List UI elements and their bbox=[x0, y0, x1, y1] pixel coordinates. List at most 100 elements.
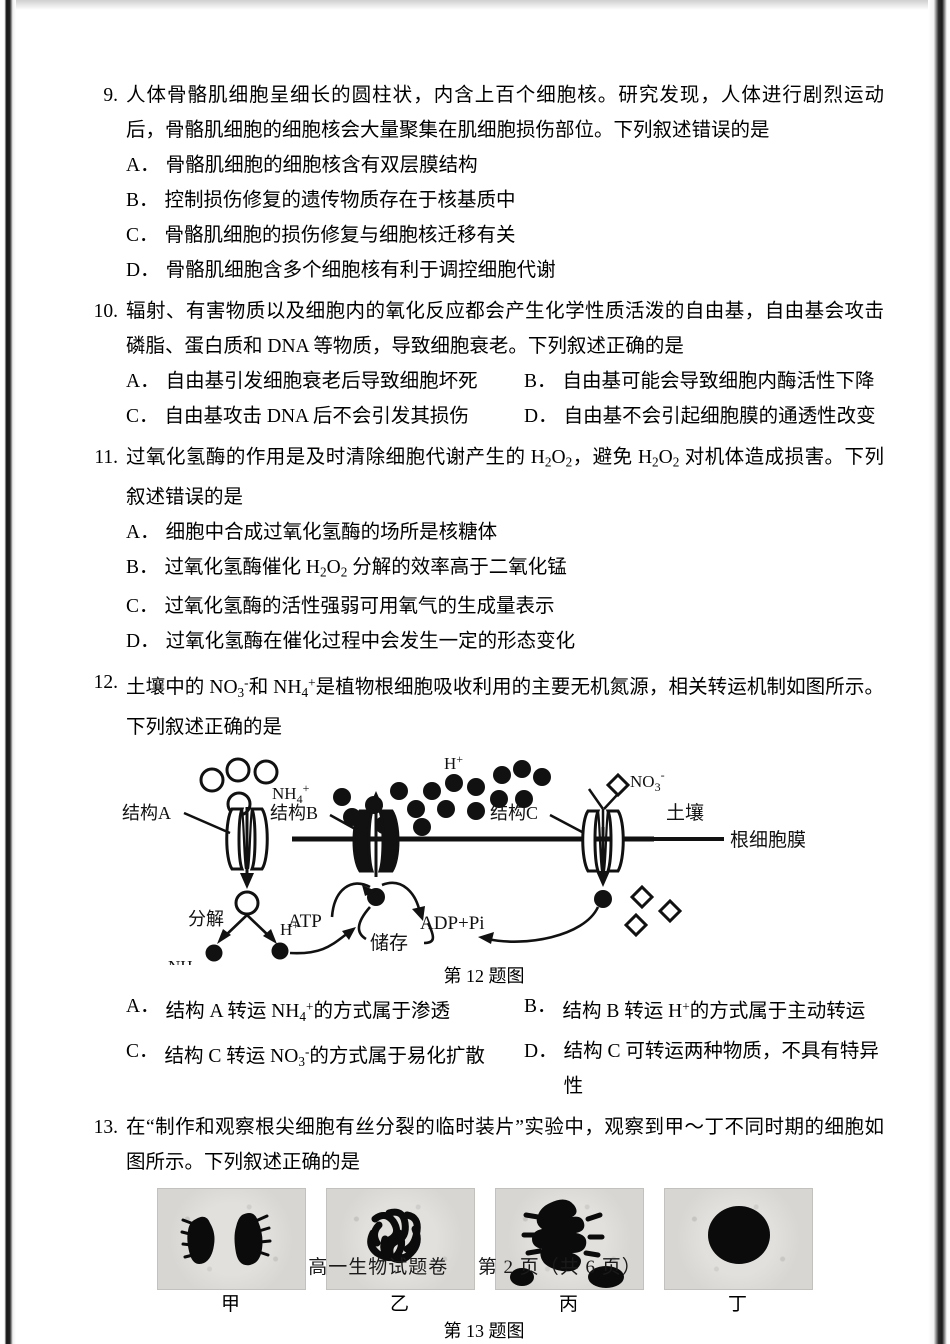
page-footer: 高一生物试题卷 第 2 页（共 6 页） bbox=[0, 1252, 950, 1279]
question-10-number: 10. bbox=[93, 301, 118, 322]
footer-exam-title: 高一生物试题卷 bbox=[308, 1257, 449, 1278]
question-10-option-b[interactable]: B． 自由基可能会导致细胞内酶活性下降 bbox=[524, 364, 884, 399]
option-text: 控制损伤修复的遗传物质存在于核基质中 bbox=[164, 190, 516, 211]
option-text: 骨骼肌细胞的细胞核含有双层膜结构 bbox=[165, 155, 478, 176]
question-10-option-d[interactable]: D． 自由基不会引起细胞膜的通透性改变 bbox=[524, 399, 884, 434]
label-atp: ATP bbox=[288, 911, 322, 932]
label-decompose: 分解 bbox=[188, 909, 224, 929]
question-11-options: A． 细胞中合成过氧化氢酶的场所是核糖体 B． 过氧化氢酶催化 H2O2 分解的… bbox=[126, 515, 884, 660]
leader-structure-a bbox=[183, 812, 231, 835]
figure-13-micrographs: 甲 bbox=[84, 1188, 884, 1320]
option-label: D． bbox=[524, 1041, 558, 1062]
structure-b-pump bbox=[352, 809, 400, 873]
option-label: C． bbox=[126, 225, 159, 246]
question-11-stem: 11. 过氧化氢酶的作用是及时清除细胞代谢产生的 H2O2，避免 H2O2 对机… bbox=[84, 440, 884, 515]
label-structure-b: 结构B bbox=[270, 803, 318, 823]
question-12-option-c[interactable]: C． 结构 C 转运 NO3-的方式属于易化扩散 bbox=[126, 1034, 524, 1104]
option-text: 结构 A 转运 NH4+的方式属于渗透 bbox=[165, 999, 451, 1024]
option-text: 结构 C 可转运两种物质，不具有特异性 bbox=[563, 1041, 879, 1097]
option-text: 骨骼肌细胞的损伤修复与细胞核迁移有关 bbox=[164, 225, 516, 246]
question-9-options: A． 骨骼肌细胞的细胞核含有双层膜结构 B． 控制损伤修复的遗传物质存在于核基质… bbox=[126, 148, 884, 288]
option-text: 骨骼肌细胞含多个细胞核有利于调控细胞代谢 bbox=[165, 260, 556, 281]
micrograph-panel-ding: 丁 bbox=[664, 1188, 813, 1320]
question-11-number: 11. bbox=[94, 447, 118, 468]
question-13: 13. 在“制作和观察根尖细胞有丝分裂的临时装片”实验中，观察到甲～丁不同时期的… bbox=[84, 1110, 884, 1344]
micrograph-image-yi bbox=[326, 1188, 475, 1290]
option-label: C． bbox=[126, 406, 159, 427]
question-9-option-a[interactable]: A． 骨骼肌细胞的细胞核含有双层膜结构 bbox=[126, 148, 478, 183]
figure-12-caption: 第 12 题图 bbox=[443, 966, 525, 987]
option-label: D． bbox=[524, 406, 558, 427]
option-label: A． bbox=[126, 521, 160, 543]
option-text: 自由基攻击 DNA 后不会引发其损伤 bbox=[164, 406, 469, 427]
question-11-stem-text: 过氧化氢酶的作用是及时清除细胞代谢产生的 H2O2，避免 H2O2 对机体造成损… bbox=[126, 447, 884, 508]
question-11: 11. 过氧化氢酶的作用是及时清除细胞代谢产生的 H2O2，避免 H2O2 对机… bbox=[84, 440, 884, 659]
question-9-stem: 9. 人体骨骼肌细胞呈细长的圆柱状，内含上百个细胞核。研究发现，人体进行剧烈运动… bbox=[84, 78, 884, 148]
micrograph-panel-jia: 甲 bbox=[157, 1188, 306, 1320]
option-label: D． bbox=[126, 631, 160, 653]
question-13-number: 13. bbox=[93, 1117, 118, 1138]
option-text: 过氧化氢酶的活性强弱可用氧气的生成量表示 bbox=[164, 596, 555, 618]
micrograph-panel-bing: 丙 bbox=[495, 1188, 644, 1320]
label-no3-soil: NO3- bbox=[630, 768, 665, 794]
option-label: C． bbox=[126, 1041, 159, 1062]
label-structure-c: 结构C bbox=[490, 803, 538, 823]
question-12: 12. 土壤中的 NO3-和 NH4+是植物根细胞吸收利用的主要无机氮源，相关转… bbox=[84, 665, 884, 1104]
h-plus-filled-circles bbox=[333, 760, 551, 849]
footer-page-number: 第 2 页（共 6 页） bbox=[477, 1257, 642, 1278]
figure-12-transport-diagram: 结构A 结构B 结构C 土壤 根细胞膜 NH4+ NO3- H+ 分解 NH3 … bbox=[84, 747, 884, 965]
question-12-stem: 12. 土壤中的 NO3-和 NH4+是植物根细胞吸收利用的主要无机氮源，相关转… bbox=[84, 665, 884, 745]
option-text: 过氧化氢酶在催化过程中会发生一定的形态变化 bbox=[165, 631, 576, 653]
question-12-option-d[interactable]: D． 结构 C 可转运两种物质，不具有特异性 bbox=[524, 1034, 884, 1104]
option-label: B． bbox=[524, 371, 557, 392]
option-label: B． bbox=[524, 996, 557, 1018]
question-9-number: 9. bbox=[103, 85, 118, 106]
question-12-option-b[interactable]: B． 结构 B 转运 H+的方式属于主动转运 bbox=[524, 989, 884, 1034]
option-label: C． bbox=[126, 596, 159, 618]
structure-a-transporter bbox=[225, 807, 269, 871]
label-adp-pi: ADP+Pi bbox=[420, 913, 485, 934]
question-9-option-d[interactable]: D． 骨骼肌细胞含多个细胞核有利于调控细胞代谢 bbox=[126, 253, 556, 288]
label-soil: 土壤 bbox=[666, 802, 704, 824]
option-label: B． bbox=[126, 556, 159, 578]
label-store: 储存 bbox=[370, 932, 408, 954]
figure-13-caption: 第 13 题图 bbox=[443, 1321, 525, 1341]
option-text: 自由基不会引起细胞膜的通透性改变 bbox=[563, 406, 876, 427]
label-nh3: NH3 bbox=[168, 957, 199, 965]
question-11-option-b[interactable]: B． 过氧化氢酶催化 H2O2 分解的效率高于二氧化锰 bbox=[126, 550, 567, 590]
option-text: 结构 C 转运 NO3-的方式属于易化扩散 bbox=[164, 1044, 485, 1069]
scan-edge-left bbox=[0, 0, 16, 1344]
micrograph-image-ding bbox=[664, 1188, 813, 1290]
question-12-option-a[interactable]: A． 结构 A 转运 NH4+的方式属于渗透 bbox=[126, 989, 524, 1034]
question-9-option-b[interactable]: B． 控制损伤修复的遗传物质存在于核基质中 bbox=[126, 183, 516, 218]
leader-structure-b bbox=[329, 814, 367, 837]
option-text: 细胞中合成过氧化氢酶的场所是核糖体 bbox=[165, 521, 498, 543]
option-label: D． bbox=[126, 260, 160, 281]
option-label: A． bbox=[126, 155, 160, 176]
question-11-option-a[interactable]: A． 细胞中合成过氧化氢酶的场所是核糖体 bbox=[126, 515, 497, 550]
option-text: 自由基可能会导致细胞内酶活性下降 bbox=[562, 371, 875, 392]
scan-edge-right bbox=[928, 0, 950, 1344]
question-9: 9. 人体骨骼肌细胞呈细长的圆柱状，内含上百个细胞核。研究发现，人体进行剧烈运动… bbox=[84, 78, 884, 288]
option-text: 自由基引发细胞衰老后导致细胞坏死 bbox=[165, 371, 478, 392]
no3-diamond-soil bbox=[605, 773, 631, 798]
question-10-options: A． 自由基引发细胞衰老后导致细胞坏死 B． 自由基可能会导致细胞内酶活性下降 … bbox=[126, 364, 884, 434]
question-10-option-a[interactable]: A． 自由基引发细胞衰老后导致细胞坏死 bbox=[126, 364, 524, 399]
nh4-inside-circle bbox=[234, 890, 260, 916]
page-content: 9. 人体骨骼肌细胞呈细长的圆柱状，内含上百个细胞核。研究发现，人体进行剧烈运动… bbox=[84, 78, 884, 1344]
nh4-open-circles bbox=[199, 757, 279, 817]
leader-structure-c bbox=[549, 814, 585, 835]
question-11-option-d[interactable]: D． 过氧化氢酶在催化过程中会发生一定的形态变化 bbox=[126, 624, 575, 659]
film-grain bbox=[158, 1189, 305, 1289]
no3-diamonds-inside bbox=[623, 885, 683, 938]
option-label: A． bbox=[126, 371, 160, 392]
question-12-options: A． 结构 A 转运 NH4+的方式属于渗透 B． 结构 B 转运 H+的方式属… bbox=[126, 989, 884, 1104]
label-structure-a: 结构A bbox=[122, 803, 171, 823]
question-10-option-c[interactable]: C． 自由基攻击 DNA 后不会引发其损伤 bbox=[126, 399, 524, 434]
micrograph-label: 乙 bbox=[389, 1294, 409, 1315]
question-9-option-c[interactable]: C． 骨骼肌细胞的损伤修复与细胞核迁移有关 bbox=[126, 218, 516, 253]
question-12-stem-text: 土壤中的 NO3-和 NH4+是植物根细胞吸收利用的主要无机氮源，相关转运机制如… bbox=[126, 675, 884, 739]
option-text: 过氧化氢酶催化 H2O2 分解的效率高于二氧化锰 bbox=[164, 556, 567, 580]
question-11-option-c[interactable]: C． 过氧化氢酶的活性强弱可用氧气的生成量表示 bbox=[126, 589, 555, 624]
